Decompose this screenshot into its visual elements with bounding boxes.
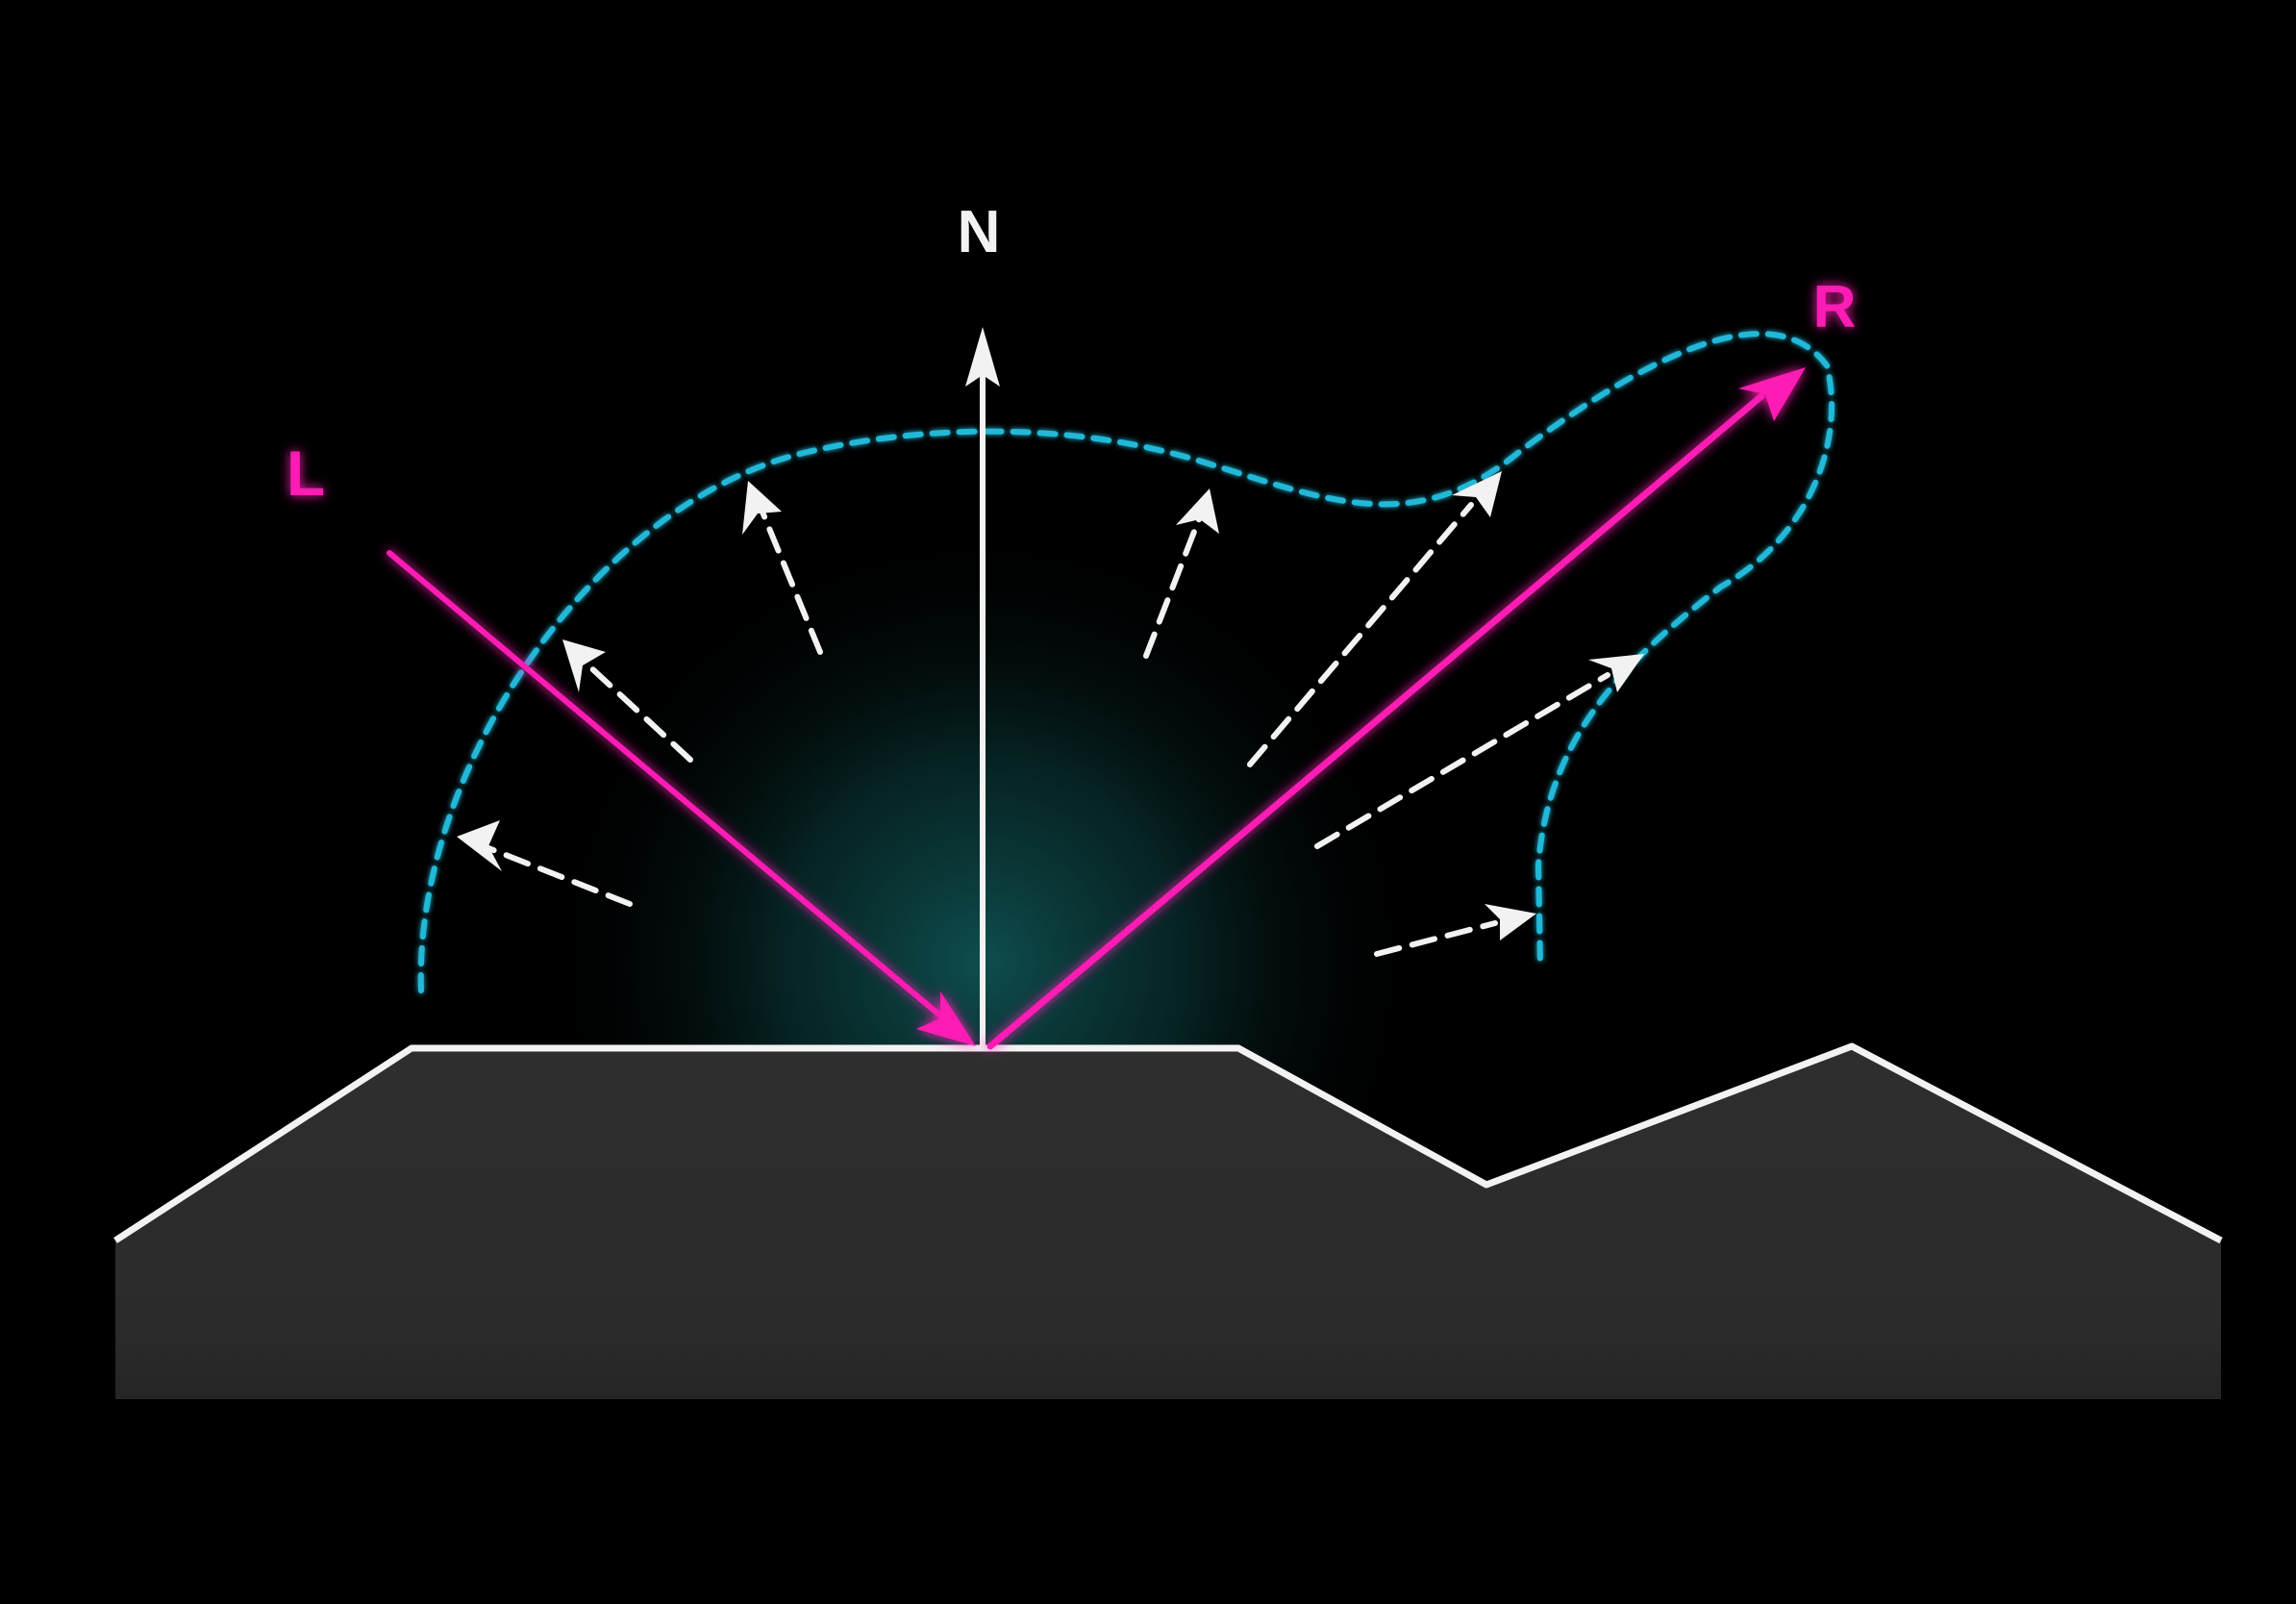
surface-body — [115, 1046, 2221, 1399]
scatter-arrow-4 — [1143, 489, 1219, 659]
reflection-label: R — [1813, 274, 1857, 340]
scatter-arrow-3 — [742, 481, 823, 655]
incident-light-ray — [387, 550, 976, 1046]
reflected-ray — [986, 367, 1806, 1050]
scatter-arrows — [457, 471, 1644, 957]
normal-label: N — [958, 199, 1001, 265]
light-label: L — [287, 438, 325, 509]
scatter-arrow-7 — [1374, 904, 1536, 957]
scatter-arrow-1 — [457, 820, 633, 907]
scatter-arrow-2 — [562, 639, 693, 763]
reflection-lobe-outline — [417, 331, 1835, 993]
scatter-arrow-5 — [1247, 471, 1502, 767]
surface-edge — [113, 1042, 2223, 1244]
scatter-arrow-6 — [1314, 654, 1644, 849]
normal-vector — [965, 327, 1000, 1048]
